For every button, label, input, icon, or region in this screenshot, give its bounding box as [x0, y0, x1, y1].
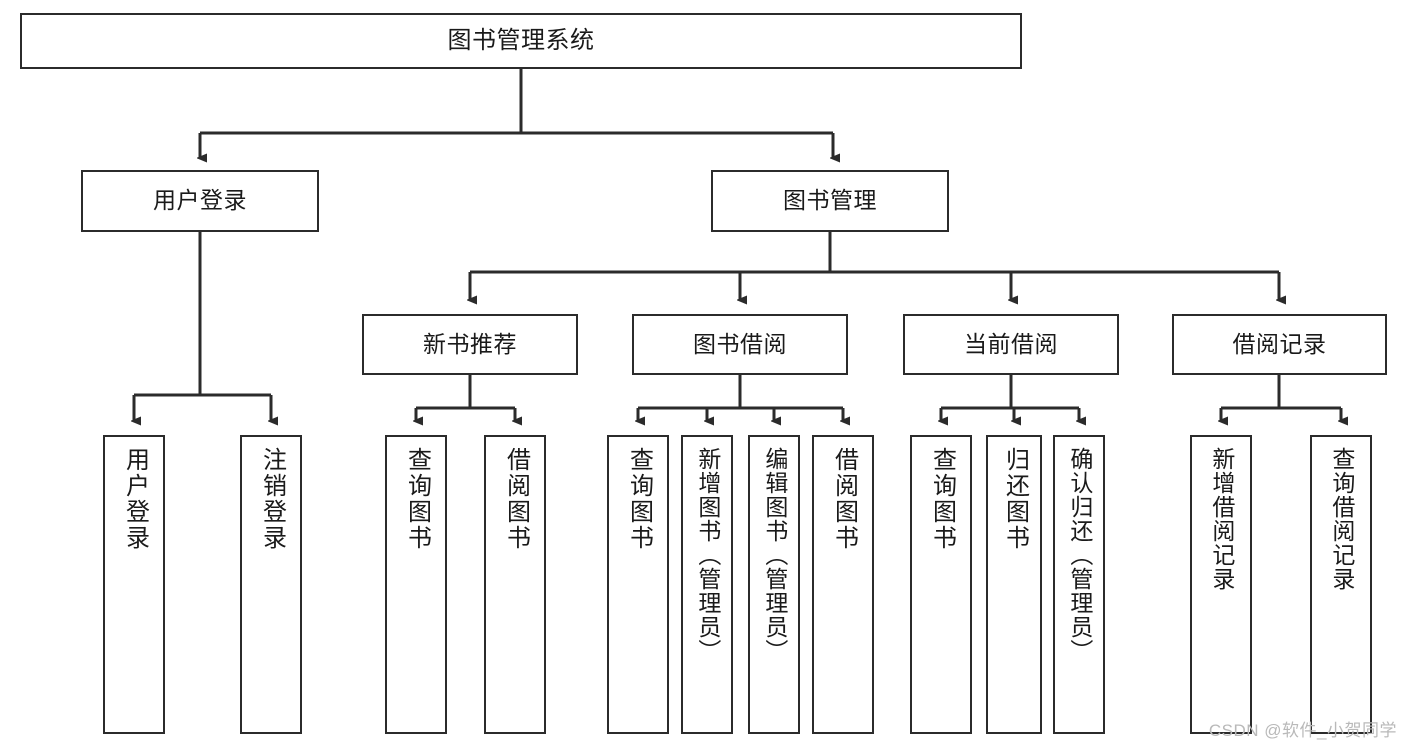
node-leaf-add-book[interactable]: 新增图书（管理员） [681, 435, 733, 734]
node-user-login-label: 用户登录 [153, 187, 247, 214]
node-leaf-query-book-3[interactable]: 查询图书 [910, 435, 972, 734]
node-current-borrow-label: 当前借阅 [964, 330, 1058, 357]
node-leaf-borrow-book-1-label: 借阅图书 [502, 447, 530, 551]
node-current-borrow[interactable]: 当前借阅 [903, 314, 1119, 375]
node-leaf-query-record-label: 查询借阅记录 [1328, 447, 1355, 591]
node-leaf-user-login-label: 用户登录 [121, 447, 149, 551]
node-leaf-user-login[interactable]: 用户登录 [103, 435, 165, 734]
node-leaf-query-book-3-label: 查询图书 [928, 447, 956, 551]
node-root-label: 图书管理系统 [447, 26, 595, 54]
node-leaf-logout[interactable]: 注销登录 [240, 435, 302, 734]
node-leaf-return-book[interactable]: 归还图书 [986, 435, 1042, 734]
node-leaf-borrow-book-1[interactable]: 借阅图书 [484, 435, 546, 734]
node-leaf-query-book-1-label: 查询图书 [403, 447, 431, 551]
node-book-manage[interactable]: 图书管理 [711, 170, 949, 232]
node-user-login[interactable]: 用户登录 [81, 170, 319, 232]
node-book-borrow[interactable]: 图书借阅 [632, 314, 848, 375]
node-leaf-return-book-label: 归还图书 [1001, 447, 1029, 551]
node-root[interactable]: 图书管理系统 [20, 13, 1022, 69]
node-leaf-add-record-label: 新增借阅记录 [1208, 447, 1235, 591]
node-leaf-logout-label: 注销登录 [258, 447, 286, 551]
node-leaf-query-record[interactable]: 查询借阅记录 [1310, 435, 1372, 734]
node-leaf-confirm-return[interactable]: 确认归还（管理员） [1053, 435, 1105, 734]
node-new-book-rec-label: 新书推荐 [423, 330, 517, 357]
node-leaf-edit-book[interactable]: 编辑图书（管理员） [748, 435, 800, 734]
node-leaf-borrow-book-2-label: 借阅图书 [830, 447, 858, 551]
node-leaf-add-record[interactable]: 新增借阅记录 [1190, 435, 1252, 734]
node-leaf-query-book-2[interactable]: 查询图书 [607, 435, 669, 734]
node-leaf-confirm-return-label: 确认归还（管理员） [1066, 447, 1093, 663]
node-borrow-record-label: 借阅记录 [1232, 330, 1327, 357]
watermark-label: CSDN @软件_小贺同学 [1208, 721, 1397, 740]
node-borrow-record[interactable]: 借阅记录 [1172, 314, 1387, 375]
node-leaf-query-book-2-label: 查询图书 [625, 447, 653, 551]
node-leaf-add-book-label: 新增图书（管理员） [694, 447, 721, 663]
node-leaf-query-book-1[interactable]: 查询图书 [385, 435, 447, 734]
node-book-borrow-label: 图书借阅 [693, 330, 787, 357]
node-leaf-edit-book-label: 编辑图书（管理员） [761, 447, 788, 663]
node-book-manage-label: 图书管理 [783, 187, 877, 214]
node-leaf-borrow-book-2[interactable]: 借阅图书 [812, 435, 874, 734]
node-new-book-rec[interactable]: 新书推荐 [362, 314, 578, 375]
